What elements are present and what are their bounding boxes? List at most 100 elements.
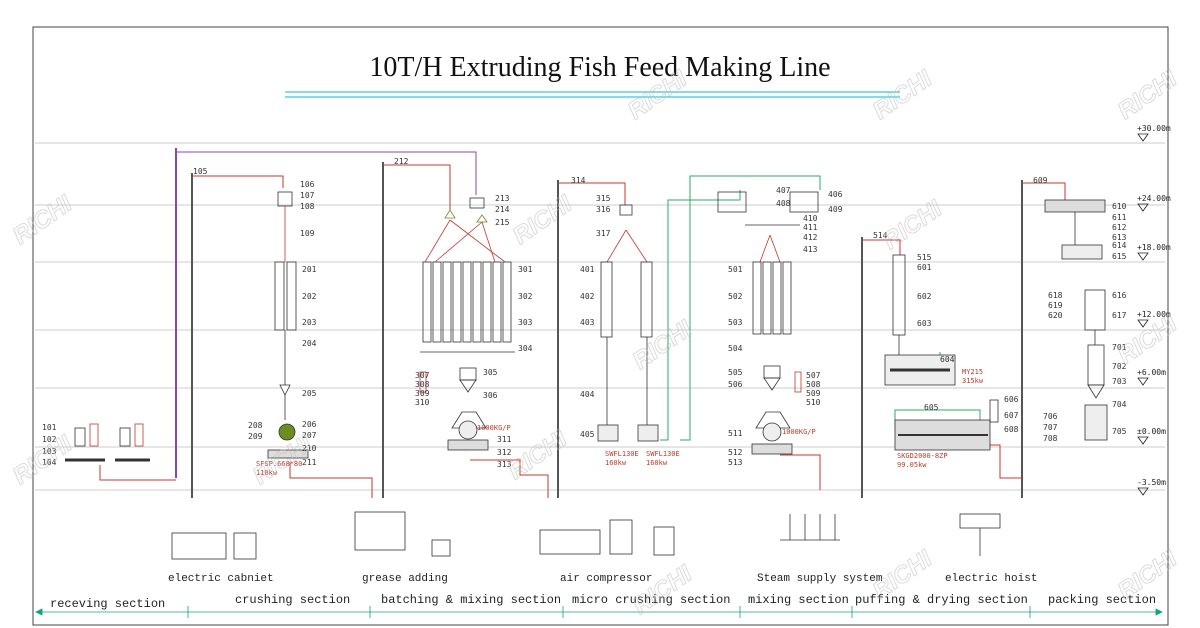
- tag-label: 306: [483, 391, 498, 400]
- tag-label: 302: [518, 292, 533, 301]
- tag-label: 701: [1112, 343, 1127, 352]
- tag-label: 411: [803, 223, 818, 232]
- aux-label: air compressor: [560, 573, 652, 585]
- tag-label: 312: [497, 448, 512, 457]
- level-label: +12.00m: [1137, 310, 1171, 319]
- watermarks: RICHI RICHI RICHI RICHI RICHI RICHI RICH…: [7, 64, 1183, 620]
- tag-label: 515: [917, 253, 932, 262]
- tag-label: 207: [302, 431, 317, 440]
- tag-label: 205: [302, 389, 317, 398]
- receiving-tags: 101 102 103 104: [42, 423, 57, 467]
- tag-label: 315kw: [962, 377, 984, 385]
- tag-label: 514: [873, 231, 888, 240]
- tag-label: 104: [42, 458, 57, 467]
- packing-tags: 609 610 611 612 613 614 615 616 617 618 …: [1033, 176, 1127, 443]
- tag-label: RICHI: [508, 190, 578, 250]
- tag-label: 607: [1004, 411, 1019, 420]
- section-label: packing section: [1048, 593, 1156, 607]
- tag-label: 1000KG/P: [477, 424, 511, 432]
- tag-label: 511: [728, 429, 743, 438]
- air-compressor-icon: [539, 529, 601, 555]
- tag-label: 708: [1043, 434, 1058, 443]
- tag-label: 202: [302, 292, 317, 301]
- tag-label: 506: [728, 380, 743, 389]
- tag-label: 401: [580, 265, 595, 274]
- tag-label: 509: [806, 389, 821, 398]
- tag-label: 620: [1048, 311, 1063, 320]
- tag-label: 99.05kw: [897, 461, 927, 469]
- tag-label: 214: [495, 205, 510, 214]
- tag-label: RICHI: [868, 65, 938, 125]
- tag-label: 508: [806, 380, 821, 389]
- level-label: ±0.00m: [1137, 427, 1166, 436]
- tag-label: 407: [776, 186, 791, 195]
- tag-label: 103: [42, 447, 57, 456]
- batching-equipment: [419, 197, 515, 451]
- tag-label: SWFL130E: [646, 450, 680, 458]
- tag-label: 704: [1112, 400, 1127, 409]
- tag-label: 108: [300, 202, 315, 211]
- tag-label: 601: [917, 263, 932, 272]
- tag-label: 402: [580, 292, 595, 301]
- level-label: +24.00m: [1137, 194, 1171, 203]
- tag-label: MY215: [962, 368, 983, 376]
- tag-label: 110kw: [256, 469, 278, 477]
- micro-crushing-tags: 314 315 316 317 401 402 403 404 405 SWFL…: [571, 176, 680, 467]
- auxiliary-equipment-labels: electric cabniet grease adding air compr…: [168, 573, 1037, 585]
- tag-label: 311: [497, 435, 512, 444]
- tag-label: 211: [302, 458, 317, 467]
- tag-label: 160kw: [605, 459, 627, 467]
- tag-label: 605: [924, 403, 939, 412]
- tag-label: 316: [596, 205, 611, 214]
- tag-label: RICHI: [878, 195, 948, 255]
- tag-label: 603: [917, 319, 932, 328]
- level-label: +6.00m: [1137, 368, 1166, 377]
- tag-label: 608: [1004, 425, 1019, 434]
- tag-label: 616: [1112, 291, 1127, 300]
- tag-label: 703: [1112, 377, 1127, 386]
- tag-label: RICHI: [628, 315, 698, 375]
- tag-label: 614: [1112, 241, 1127, 250]
- drawing-frame: [32, 26, 1169, 626]
- tag-label: 507: [806, 371, 821, 380]
- level-label: +18.00m: [1137, 243, 1171, 252]
- tag-label: 208: [248, 421, 263, 430]
- tag-label: 409: [828, 205, 843, 214]
- tag-label: 105: [193, 167, 208, 176]
- section-label: batching & mixing section: [381, 593, 561, 607]
- packing-equipment: [1044, 199, 1108, 441]
- tag-label: 210: [302, 444, 317, 453]
- tag-label: 303: [518, 318, 533, 327]
- section-label: puffing & drying section: [855, 593, 1028, 607]
- tag-label: 503: [728, 318, 743, 327]
- tag-label: 307: [415, 371, 430, 380]
- level-label: -3.50m: [1137, 478, 1166, 487]
- crushing-equipment: [267, 191, 309, 459]
- tag-label: RICHI: [628, 560, 698, 620]
- tag-label: 612: [1112, 223, 1127, 232]
- tag-label: 109: [300, 229, 315, 238]
- tag-label: 301: [518, 265, 533, 274]
- tag-label: 1000KG/P: [782, 428, 816, 436]
- tag-label: 408: [776, 199, 791, 208]
- electric-cabinet-icon: [171, 532, 227, 560]
- tag-label: RICHI: [503, 425, 573, 485]
- mixing-equipment: [717, 191, 819, 455]
- tag-label: 604: [940, 355, 955, 364]
- electric-hoist-icon: [959, 513, 1001, 529]
- tag-label: 412: [803, 233, 818, 242]
- batching-tags: 212 213 214 215 301 302 303 304 305 306 …: [394, 157, 533, 469]
- tag-label: 160kw: [646, 459, 668, 467]
- tag-label: 304: [518, 344, 533, 353]
- tag-label: 501: [728, 265, 743, 274]
- tag-label: SFSP.668*80: [256, 460, 302, 468]
- tag-label: 203: [302, 318, 317, 327]
- tag-label: 618: [1048, 291, 1063, 300]
- puffing-drying-tags: 514 515 601 602 603 604 605 606 607 608 …: [873, 231, 1019, 469]
- tag-label: 101: [42, 423, 57, 432]
- tag-label: SWFL130E: [605, 450, 639, 458]
- tag-label: 209: [248, 432, 263, 441]
- tag-label: 602: [917, 292, 932, 301]
- receiving-equipment: [65, 423, 150, 462]
- section-label: crushing section: [235, 593, 350, 607]
